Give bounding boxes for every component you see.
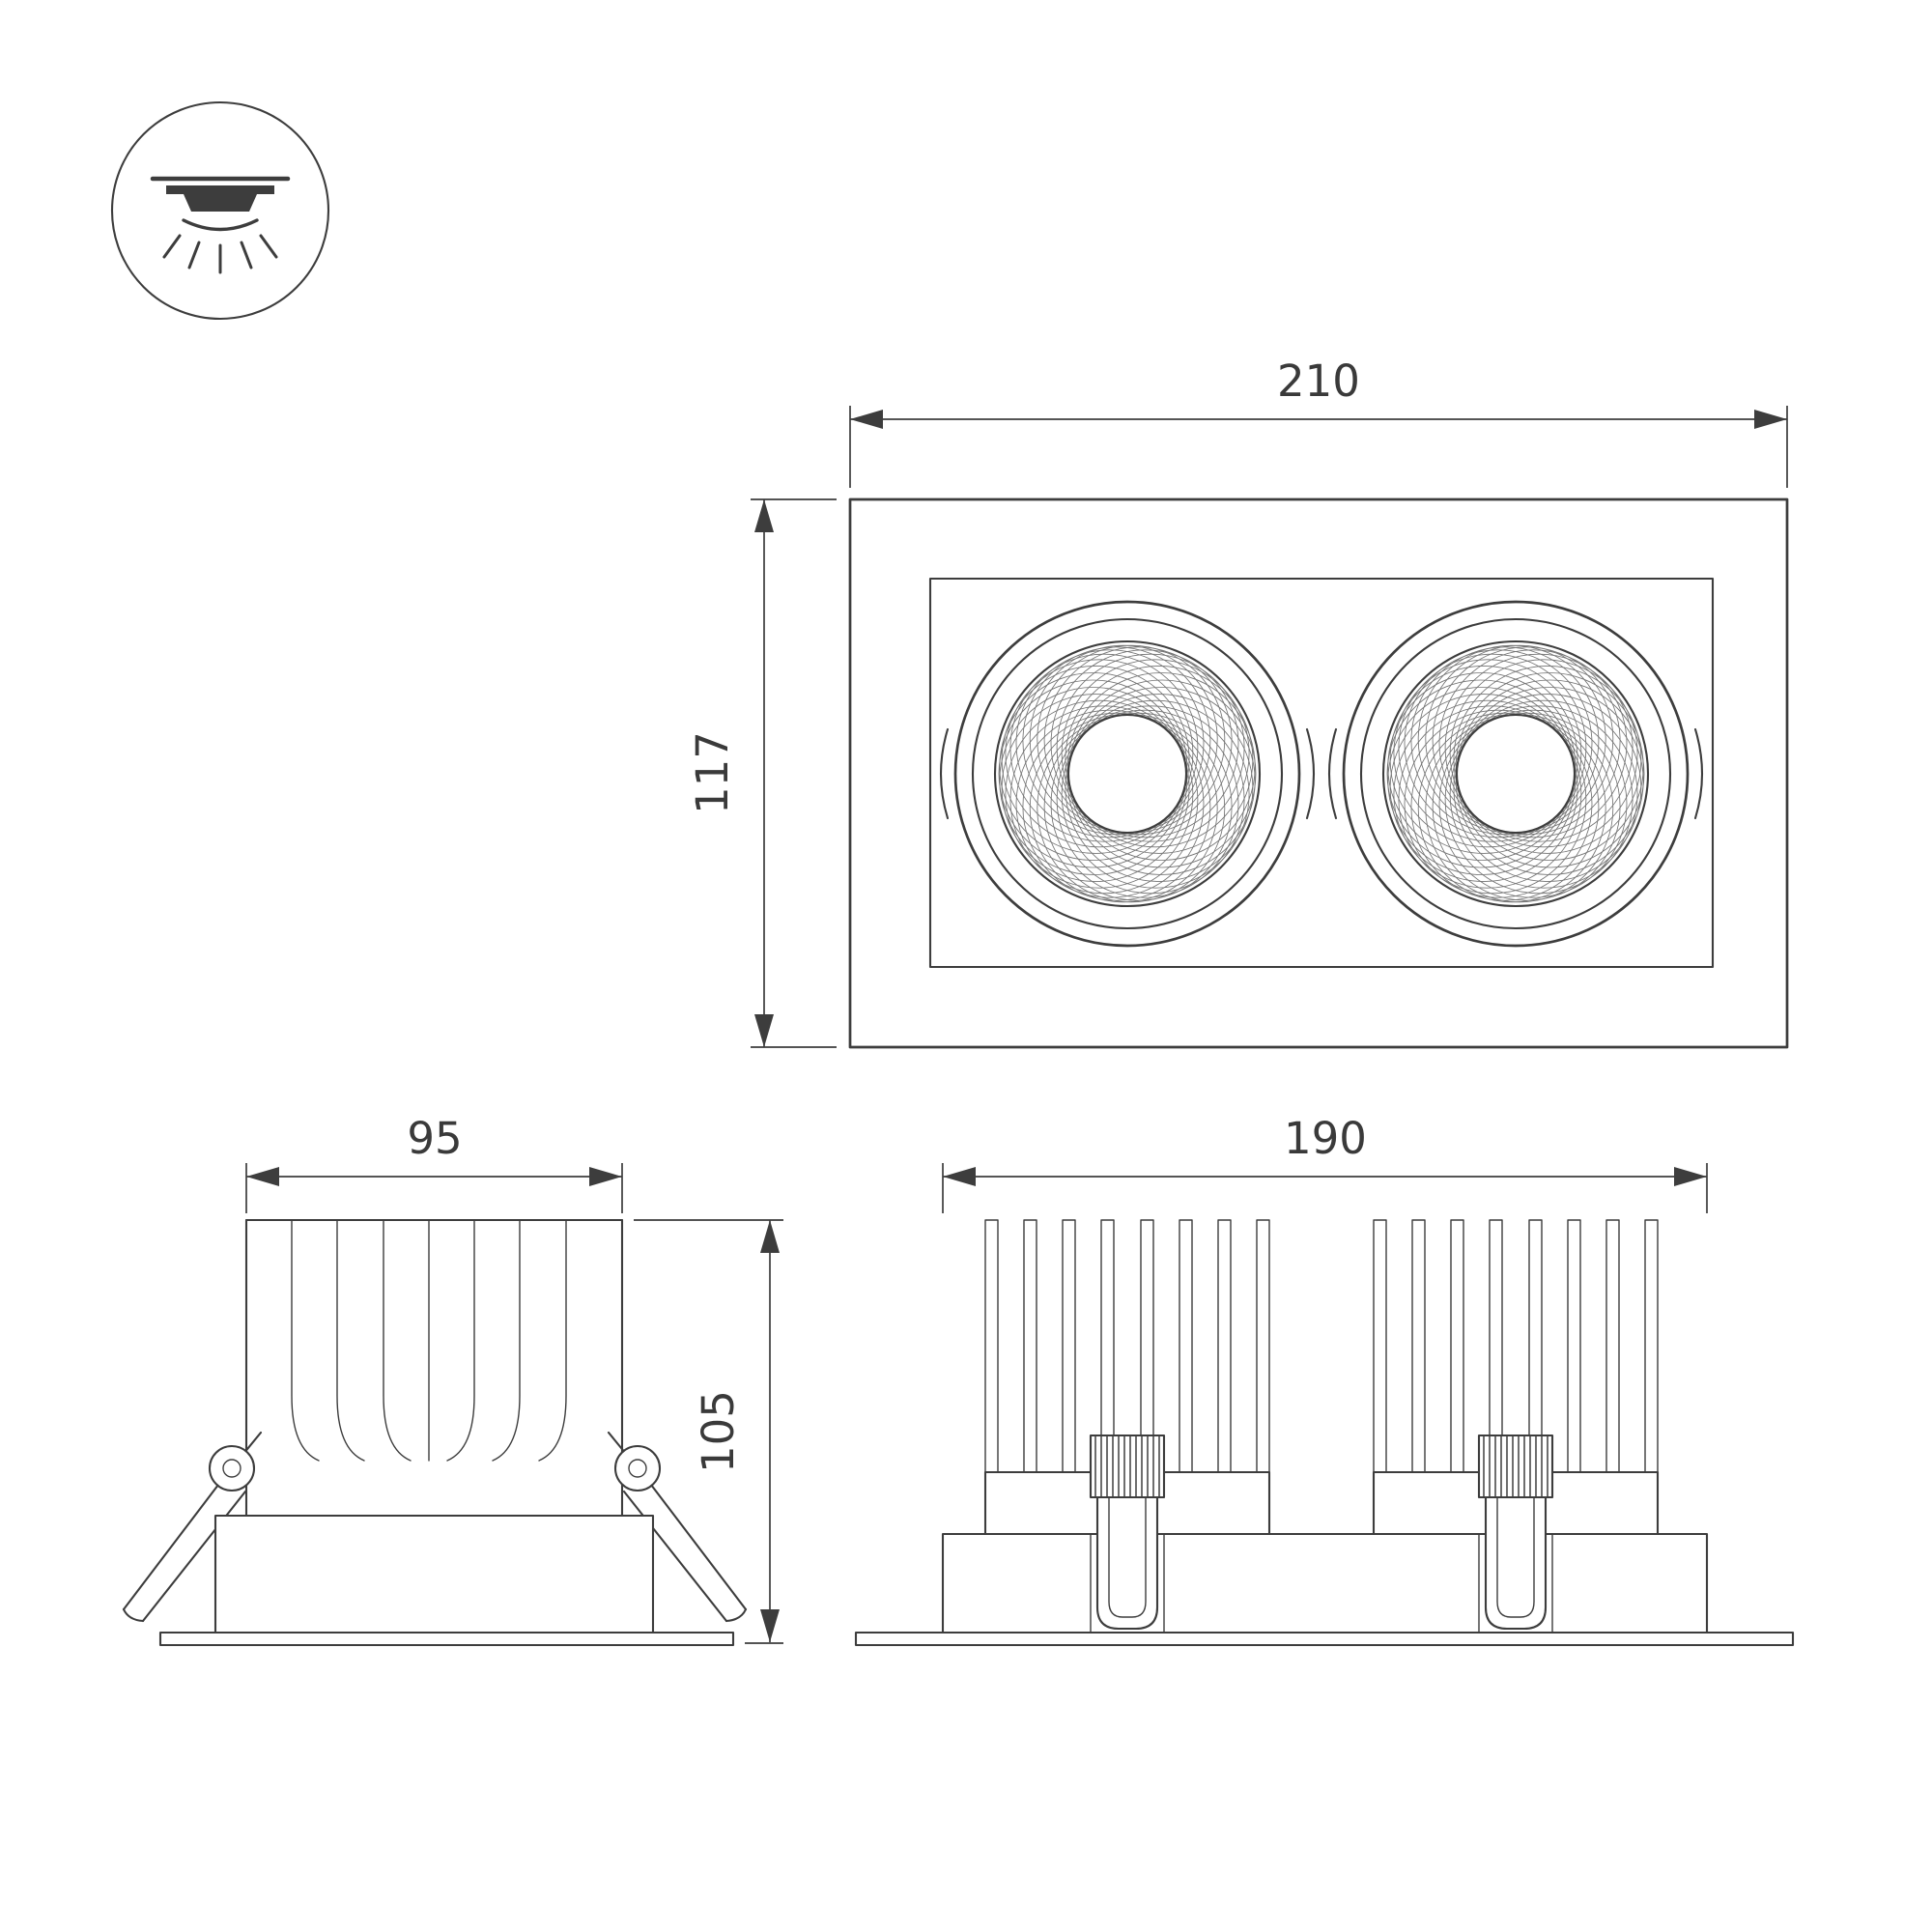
rear-elevation-view xyxy=(854,1219,1795,1647)
dimension-side-height: 105 xyxy=(634,1219,783,1644)
gimbal-arc-right xyxy=(1305,727,1316,820)
dimension-side-width: 95 xyxy=(245,1113,623,1213)
side-trim-body xyxy=(213,1514,655,1634)
clip-latch-hatch xyxy=(1091,1435,1164,1497)
side-view xyxy=(122,1218,748,1647)
rear-body-block xyxy=(941,1532,1709,1634)
lamp-reflector-right xyxy=(1327,600,1704,948)
spring-clip-left xyxy=(122,1431,263,1623)
heatsink-module-left xyxy=(983,1219,1271,1634)
heatsink-module-right xyxy=(1372,1219,1660,1634)
side-base-plate xyxy=(158,1631,735,1647)
clip-bracket xyxy=(1484,1495,1548,1631)
icon-circle xyxy=(110,100,330,321)
gimbal-arc-left xyxy=(939,727,950,820)
dimension-front-width: 210 xyxy=(849,355,1788,488)
dimension-rear-width: 190 xyxy=(942,1113,1708,1213)
dim-label-95: 95 xyxy=(407,1113,462,1164)
dim-label-210: 210 xyxy=(1277,355,1360,407)
icon-lamp-body xyxy=(166,185,274,212)
front-inner-frame xyxy=(928,577,1715,969)
side-heatsink xyxy=(244,1218,624,1518)
icon-lamp-face-arc xyxy=(182,218,259,232)
clip-bracket-inner xyxy=(1108,1496,1147,1618)
dim-label-117: 117 xyxy=(687,731,738,814)
clip-bracket xyxy=(1095,1495,1159,1631)
side-fins xyxy=(291,1219,567,1462)
rear-base-plate xyxy=(854,1631,1795,1647)
clip-latch-hatch xyxy=(1479,1435,1552,1497)
lamp-reflector-left xyxy=(939,600,1316,948)
recessed-downlight-icon xyxy=(110,100,330,321)
dim-label-105: 105 xyxy=(693,1390,744,1473)
front-view xyxy=(848,497,1789,1049)
clip-bracket-inner xyxy=(1496,1496,1535,1618)
gimbal-arc-left xyxy=(1327,727,1338,820)
clip-slot-lines xyxy=(1090,1533,1165,1634)
reflector-mesh xyxy=(1386,644,1645,903)
icon-light-rays xyxy=(162,234,278,274)
reflector-mesh xyxy=(998,644,1257,903)
dim-label-190: 190 xyxy=(1284,1113,1367,1164)
gimbal-arc-right xyxy=(1693,727,1704,820)
fin-comb xyxy=(1373,1219,1659,1473)
clip-slot-lines xyxy=(1478,1533,1553,1634)
fin-comb xyxy=(984,1219,1270,1473)
front-outer-frame xyxy=(848,497,1789,1049)
dimension-front-height: 117 xyxy=(687,498,837,1048)
